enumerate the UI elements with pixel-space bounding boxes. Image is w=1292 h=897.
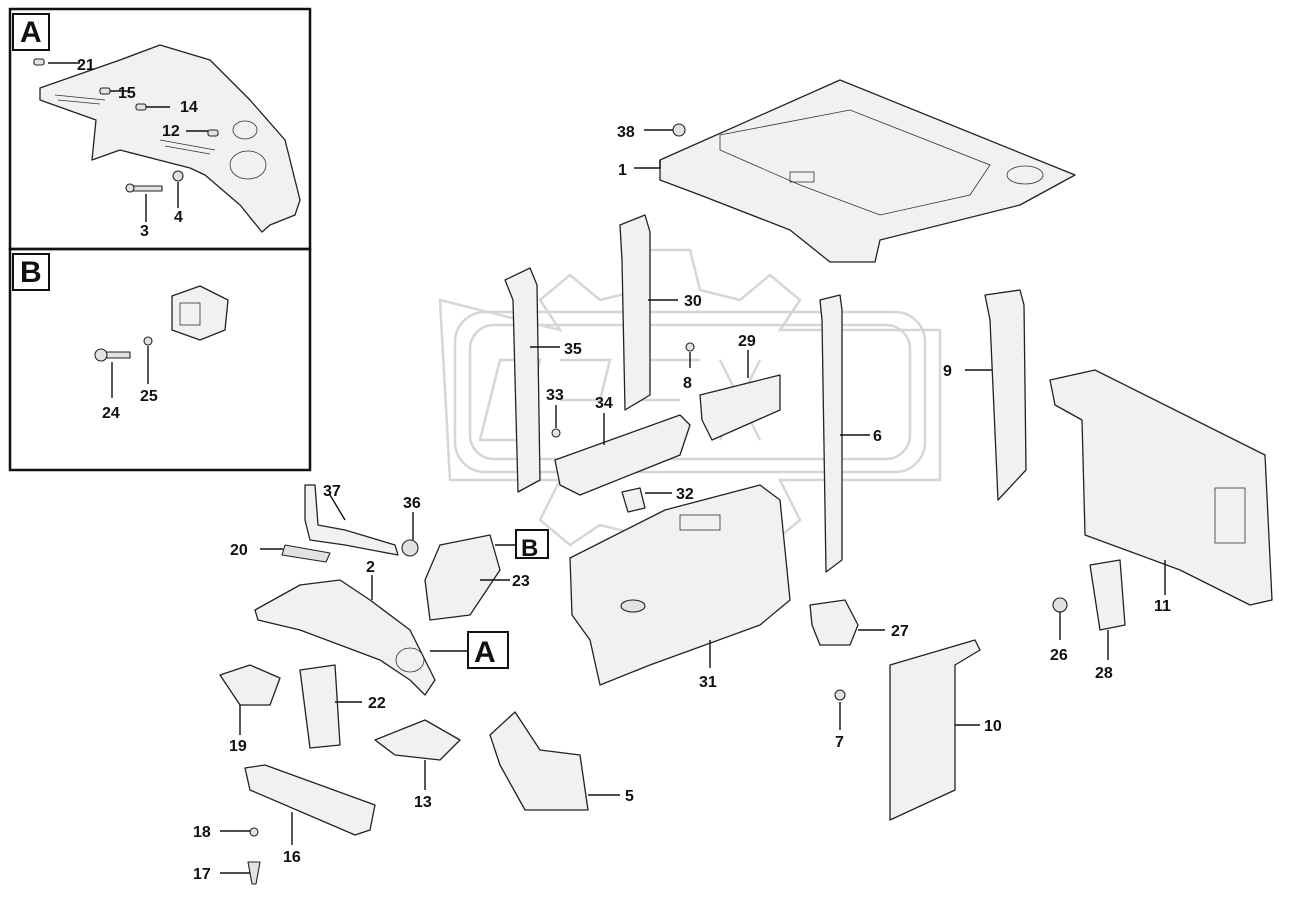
part-17-screw: [247, 861, 261, 885]
part-37-hose: [304, 484, 399, 556]
part-8-screw: [685, 342, 695, 352]
detail-a-tag-box: [12, 13, 50, 51]
part-16-tray: [244, 764, 376, 836]
label-11: 11: [1154, 598, 1171, 615]
label-30: 30: [684, 293, 702, 310]
part-27-box: [809, 599, 859, 646]
leader-lines: [220, 129, 1166, 874]
part-5-trim: [489, 711, 589, 811]
label-19: 19: [229, 738, 247, 755]
label-31: 31: [699, 674, 717, 691]
label-26: 26: [1050, 647, 1068, 664]
label-23: 23: [512, 573, 530, 590]
part-7-screw: [834, 689, 846, 701]
label-13: 13: [414, 794, 432, 811]
label-15: 15: [118, 85, 136, 102]
part-2-dashboard: [254, 579, 436, 696]
label-4: 4: [174, 209, 183, 226]
part-9-strip: [984, 289, 1027, 501]
part-29-bracket: [699, 374, 781, 441]
label-9: 9: [943, 363, 952, 380]
label-8: 8: [683, 375, 692, 392]
label-36: 36: [403, 495, 421, 512]
clip-21-icon: [33, 58, 45, 66]
callout-b-tag: B: [521, 535, 538, 562]
label-25: 25: [140, 388, 158, 405]
label-17: 17: [193, 866, 211, 883]
part-28-cover: [1089, 559, 1126, 631]
label-32: 32: [676, 486, 694, 503]
part-30-pillar: [619, 214, 651, 411]
part-35-pillar: [504, 267, 541, 493]
part-36-clamp: [401, 539, 419, 557]
part-13-vent: [374, 719, 461, 761]
label-1: 1: [618, 162, 627, 179]
label-29: 29: [738, 333, 756, 350]
detail-b-tag: B: [20, 256, 42, 289]
washer-4-icon: [172, 170, 184, 182]
label-3: 3: [140, 223, 149, 240]
part-20-grille: [281, 544, 331, 563]
label-16: 16: [283, 849, 301, 866]
clip-12-icon: [207, 129, 219, 137]
label-33: 33: [546, 387, 564, 404]
callout-a-tag: A: [474, 636, 496, 669]
part-6-strip: [819, 294, 843, 573]
label-27: 27: [891, 623, 909, 640]
part-19-vent: [219, 664, 281, 706]
part-labels: 38 1 30 35 8 29 33 34 9 6 32 36 37 20 2 …: [193, 124, 1171, 883]
label-37: 37: [323, 483, 341, 500]
label-18: 18: [193, 824, 211, 841]
clip-15-icon: [99, 87, 111, 95]
label-21: 21: [77, 57, 95, 74]
part-26-knob: [1052, 597, 1068, 613]
detail-panel-a: A 21 15 14 12 3 4: [8, 7, 312, 251]
detail-b-tag-box: [12, 253, 50, 291]
label-12: 12: [162, 123, 180, 140]
label-28: 28: [1095, 665, 1113, 682]
label-35: 35: [564, 341, 582, 358]
label-20: 20: [230, 542, 248, 559]
label-10: 10: [984, 718, 1002, 735]
detail-a-tag: A: [20, 16, 42, 49]
washer-25-icon: [143, 336, 153, 346]
clip-14-icon: [135, 103, 147, 111]
part-11-rear-panel: [1049, 369, 1273, 606]
detail-panel-b: B 24 25: [8, 247, 312, 472]
label-14: 14: [180, 99, 198, 116]
part-32-cup: [621, 487, 646, 513]
part-23-duct: [424, 534, 501, 621]
part-34-trim: [554, 414, 691, 496]
part-1-roof-panel: [659, 79, 1076, 263]
callout-a-box: [467, 631, 509, 669]
part-38-grommet: [672, 123, 686, 137]
label-7: 7: [835, 734, 844, 751]
screw-24-icon: [103, 351, 131, 359]
part-33-clip: [551, 428, 561, 438]
part-18-washer: [249, 827, 259, 837]
label-5: 5: [625, 788, 634, 805]
label-22: 22: [368, 695, 386, 712]
label-24: 24: [102, 405, 120, 422]
label-38: 38: [617, 124, 635, 141]
label-2: 2: [366, 559, 375, 576]
screw-3-icon: [131, 185, 163, 192]
label-34: 34: [595, 395, 613, 412]
part-10-panel: [889, 639, 981, 821]
part-31-side-panel: [569, 484, 791, 686]
label-6: 6: [873, 428, 882, 445]
callout-b-box: [515, 529, 549, 559]
part-22-duct: [299, 664, 341, 749]
